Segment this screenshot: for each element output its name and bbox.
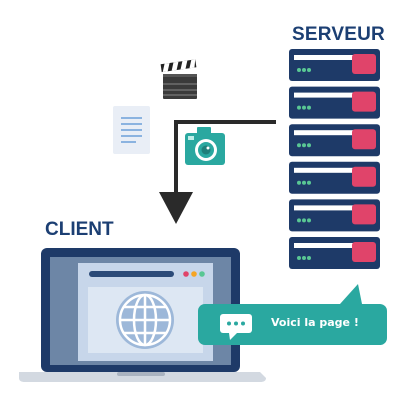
server-stack bbox=[289, 49, 380, 269]
arrow-down-icon bbox=[159, 120, 276, 224]
server-label: SERVEUR bbox=[292, 24, 385, 45]
chat-bubble-icon bbox=[220, 314, 252, 340]
response-bubble bbox=[198, 284, 387, 345]
laptop bbox=[19, 248, 266, 382]
client-label: CLIENT bbox=[45, 219, 114, 240]
server-unit bbox=[289, 49, 380, 81]
server-unit bbox=[289, 199, 380, 232]
clapperboard-icon bbox=[160, 59, 197, 99]
server-rack-icon bbox=[289, 49, 380, 269]
response-message: Voici la page ! bbox=[271, 316, 359, 329]
globe-icon bbox=[116, 291, 174, 349]
server-unit bbox=[289, 237, 380, 269]
camera-icon bbox=[185, 127, 225, 165]
server-unit bbox=[289, 161, 380, 194]
server-unit bbox=[289, 86, 380, 119]
server-unit bbox=[289, 124, 380, 157]
document-icon bbox=[113, 106, 150, 154]
